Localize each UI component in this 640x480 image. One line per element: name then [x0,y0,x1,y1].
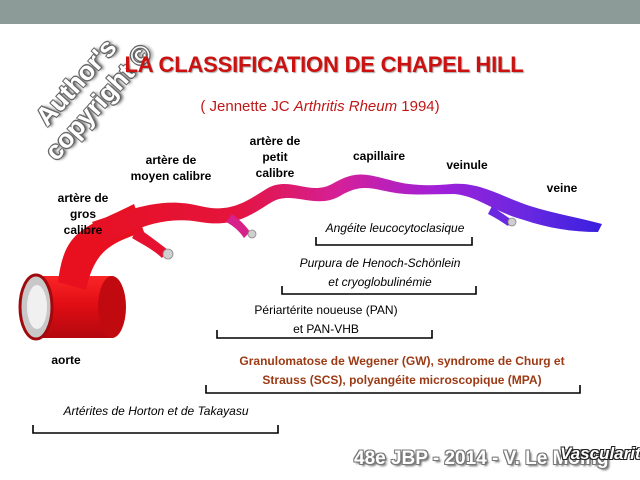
disease-purpura: Purpura de Henoch-Schönlein et cryoglobu… [270,254,490,292]
disease-horton: Artérites de Horton et de Takayasu [63,404,249,418]
branch-medium [132,228,168,258]
label-capillaire: capillaire [352,149,406,163]
main-vessel-tube [92,174,602,244]
aorta-back-end [98,276,126,338]
disease-gw-line-1: Granulomatose de Wegener (GW), syndrome … [239,354,565,368]
vessel-tree [18,174,602,341]
branch-small-end [247,229,257,239]
footer-text: 48e JBP - 2014 - V. Le Moing [354,448,609,469]
label-aorte: aorte [51,353,81,367]
subtitle-prefix: ( Jennette JC [200,98,294,115]
disease-gw: Granulomatose de Wegener (GW), syndrome … [196,352,608,390]
disease-pan-line-1: Périartérite noueuse (PAN) [254,303,398,317]
branch-venule-end [507,217,517,227]
slide-title: LA CLASSIFICATION DE CHAPEL HILL [124,52,524,77]
branch-medium-end [162,248,174,260]
disease-gw-line-2: Strauss (SCS), polyangéite microscopique… [262,373,542,387]
label-moyen-line-2: moyen calibre [130,169,212,183]
label-petit-line-1: artère de [249,134,301,148]
top-bar [0,0,640,24]
disease-purpura-line-1: Purpura de Henoch-Schönlein [299,256,461,270]
label-gros-line-1: artère de [57,191,109,205]
bracket-pan [216,330,433,339]
label-petit-line-3: calibre [255,166,295,180]
label-veinule: veinule [446,158,488,172]
aorta-front-lumen [27,285,47,329]
disease-purpura-line-2: et cryoglobulinémie [328,275,432,289]
disease-pan-line-2: et PAN-VHB [293,322,359,336]
subtitle-journal: Arthritis Rheum [293,98,398,115]
range-brackets [32,237,581,434]
bracket-horton [32,425,279,434]
branch-small [226,214,250,238]
label-moyen-calibre: artère de moyen calibre [116,152,226,184]
label-veine: veine [546,181,578,195]
disease-angeite: Angéite leucocytoclasique [325,221,465,235]
slide-subtitle: ( Jennette JC Arthritis Rheum 1994) [150,98,490,115]
label-gros-calibre: artère de gros calibre [44,190,122,238]
aorta-body [36,276,120,338]
label-petit-line-2: petit [262,150,288,164]
label-petit-calibre: artère de petit calibre [236,133,314,181]
bracket-angeite [315,237,473,246]
label-gros-line-3: calibre [63,223,103,237]
subtitle-suffix: 1994) [397,98,440,115]
label-moyen-line-1: artère de [145,153,197,167]
disease-pan: Périartérite noueuse (PAN) et PAN-VHB [226,301,426,339]
bracket-purpura [281,286,477,295]
label-gros-line-2: gros [69,207,96,221]
branch-venule [488,206,512,226]
footer-brand: Vascularites [560,444,640,463]
bracket-gw [205,385,581,394]
